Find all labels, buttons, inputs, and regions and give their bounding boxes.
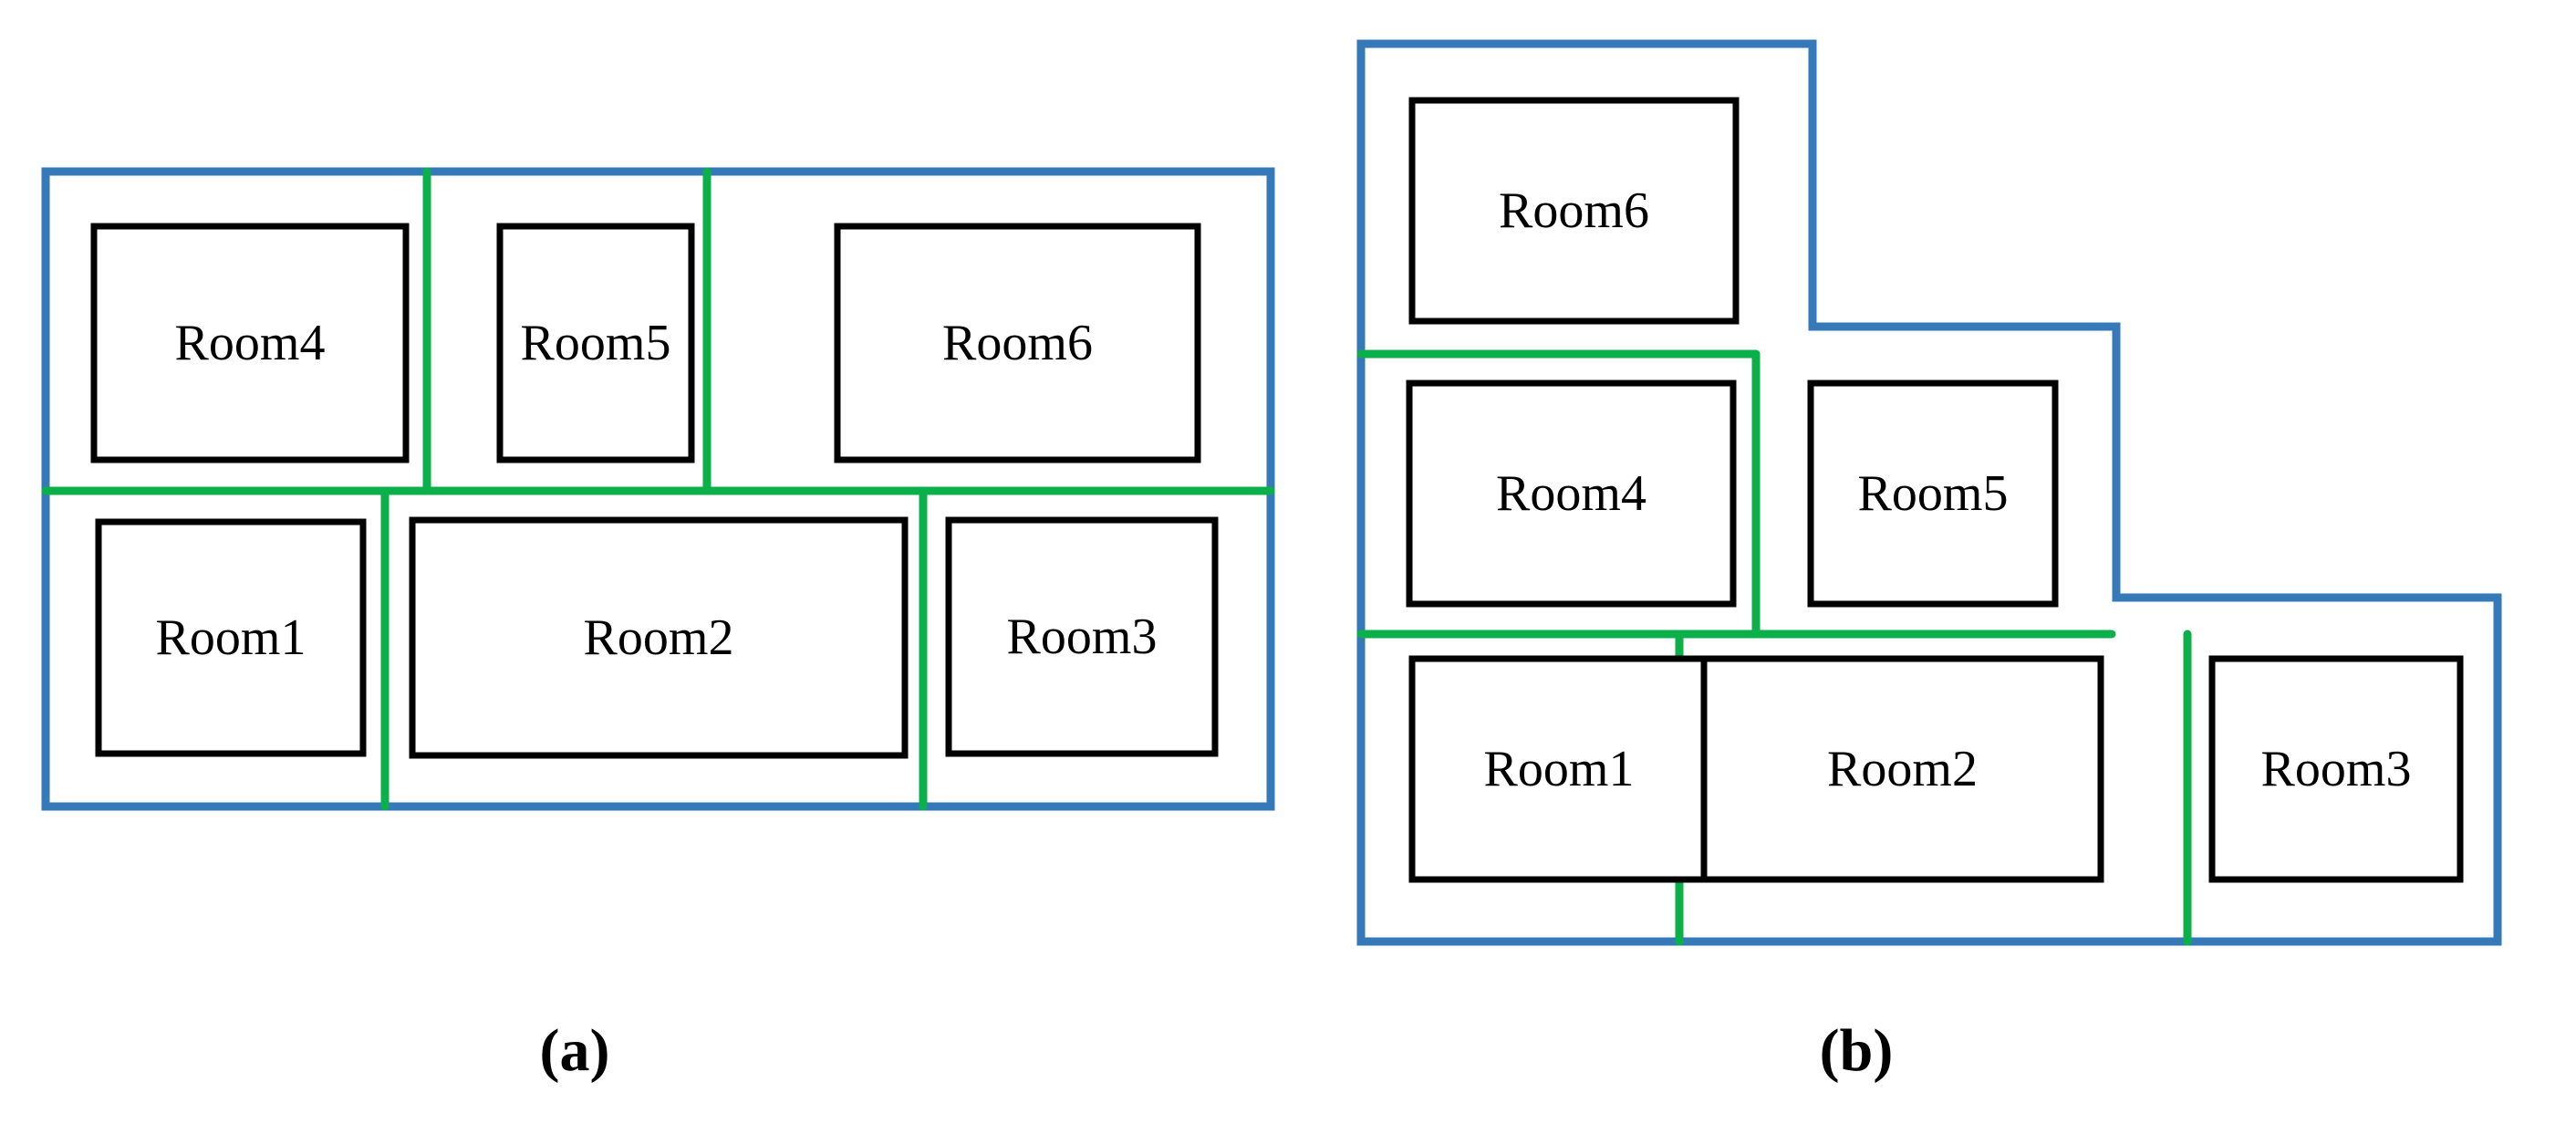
room-box-room1 [1408, 655, 1709, 883]
room-box-room5 [1807, 380, 2059, 608]
room-box-room1 [95, 518, 367, 757]
room-label-room6-a: Room6 [942, 315, 1093, 371]
room-label-room3-b: Room3 [2260, 741, 2412, 797]
room-box-room2 [409, 516, 909, 759]
room-label-room1-a: Room1 [155, 609, 306, 666]
room-box-room6 [1408, 97, 1740, 325]
room-label-room5-b: Room5 [1857, 465, 2009, 522]
room-box-room5 [496, 223, 695, 463]
panel-caption-b: (b) [1819, 1017, 1894, 1084]
room-box-room4 [90, 223, 410, 463]
room-box-room3 [945, 516, 1219, 757]
room-box-room2 [1700, 655, 2104, 883]
panel-caption-a: (a) [539, 1017, 610, 1084]
room-box-room3 [2208, 655, 2464, 883]
panel-a [41, 167, 1275, 811]
panel-b [1356, 39, 2502, 946]
room-label-room6-b: Room6 [1499, 182, 1649, 239]
room-label-room4-b: Room4 [1496, 465, 1646, 522]
room-box-room4 [1406, 380, 1737, 608]
room-label-room2-b: Room2 [1827, 741, 1978, 797]
room-label-room5-a: Room5 [520, 315, 671, 371]
room-box-room6 [834, 223, 1201, 463]
room-label-room2-a: Room2 [583, 609, 734, 666]
room-label-room4-a: Room4 [174, 315, 326, 371]
boundary-outline-b [1356, 39, 2502, 946]
room-label-room1-b: Room1 [1483, 741, 1635, 797]
room-label-room3-a: Room3 [1006, 609, 1158, 665]
